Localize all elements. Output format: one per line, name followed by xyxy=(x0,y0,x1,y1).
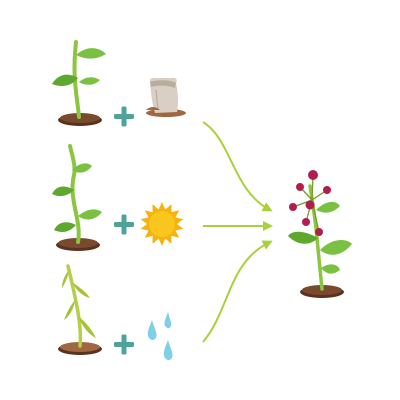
wilted-plant-icon xyxy=(58,264,102,355)
water-drops-icon xyxy=(147,312,173,361)
sprouting-plant-icon xyxy=(52,40,106,126)
row-fertilizer xyxy=(52,40,186,127)
berry xyxy=(308,170,318,180)
berry xyxy=(305,200,315,210)
berries xyxy=(289,170,331,236)
plus-icon xyxy=(114,106,134,127)
sun-core xyxy=(149,211,175,237)
arrow-icon xyxy=(202,121,273,212)
arrows xyxy=(202,121,273,343)
berry xyxy=(315,228,323,236)
berry xyxy=(296,183,304,191)
sun-icon xyxy=(140,202,184,246)
berry xyxy=(289,203,297,211)
berry xyxy=(302,218,310,226)
plus-icon xyxy=(114,334,134,355)
fertilizer-bag-icon xyxy=(146,77,186,117)
flowering-plant-icon xyxy=(288,170,352,298)
row-water xyxy=(58,264,173,361)
arrow-icon xyxy=(202,240,273,343)
row-sunlight xyxy=(52,144,184,251)
plus-icon xyxy=(114,214,134,235)
berry xyxy=(323,186,331,194)
young-plant-icon xyxy=(52,144,102,251)
